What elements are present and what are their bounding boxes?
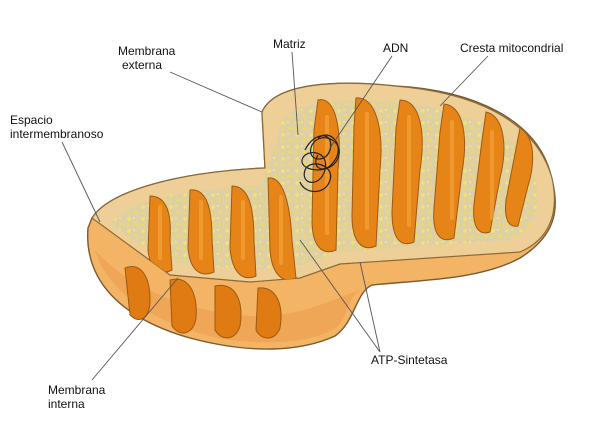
leader-lines <box>61 51 489 381</box>
leader-espacio <box>61 141 101 223</box>
label-atp-sintetasa: ATP-Sintetasa <box>371 353 448 367</box>
leader-matriz <box>291 51 299 136</box>
leader-membrana-interna <box>91 277 179 381</box>
dna-strand <box>299 134 340 193</box>
label-cresta-mitocondrial: Cresta mitocondrial <box>460 41 564 55</box>
leader-membrana-externa <box>169 71 263 113</box>
label-espacio-intermembranoso: Espacio intermembranoso <box>10 113 104 141</box>
inner-membrane-cristae <box>110 97 538 281</box>
lower-cristae <box>124 266 282 339</box>
leader-atp-2 <box>359 261 381 353</box>
label-membrana-interna: Membrana interna <box>48 383 106 411</box>
leader-cresta <box>439 55 489 107</box>
leader-adn <box>329 55 393 149</box>
label-matriz: Matriz <box>273 37 306 51</box>
label-adn: ADN <box>383 41 409 55</box>
label-membrana-externa: Membrana externa <box>118 44 176 72</box>
leader-atp-1 <box>299 239 381 353</box>
